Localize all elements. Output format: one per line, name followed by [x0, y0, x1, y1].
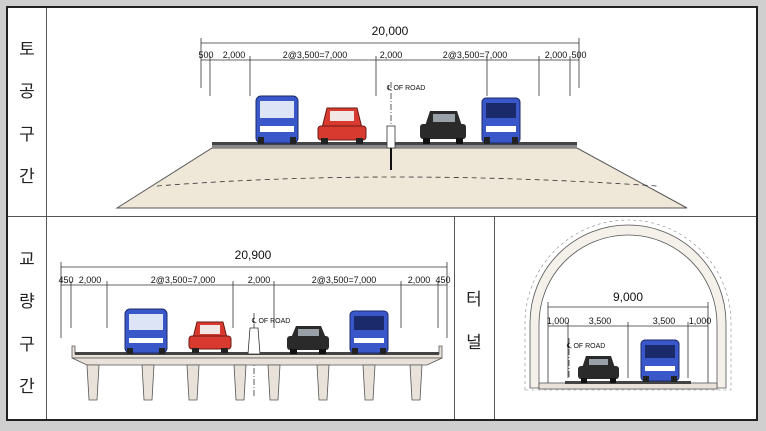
bridge-total-width: 20,900 [235, 248, 272, 262]
bus-icon [349, 310, 389, 354]
bus-icon [481, 97, 521, 144]
earthwork-label-char: 토 [19, 39, 35, 60]
median-barrier [386, 125, 396, 149]
dim-label: 1,000 [547, 316, 570, 326]
bridge-cross-section: 20,900 450 2,000 2@3,500=7,000 2,000 2@3… [58, 248, 451, 401]
earthwork-label-char: 공 [19, 82, 35, 103]
bridge-tunnel-divider [454, 217, 455, 419]
dim-label: 2,000 [223, 50, 246, 60]
dim-label: 2,000 [545, 50, 568, 60]
dim-label: 2@3,500=7,000 [283, 50, 347, 60]
earthwork-label-char: 구 [19, 124, 35, 145]
dim-label: 500 [571, 50, 586, 60]
dim-label: 2@3,500=7,000 [151, 275, 215, 285]
embankment [115, 147, 688, 209]
bridge-label-char: 량 [19, 292, 35, 313]
cross-section-sheet: 토 공 구 간 교 량 구 간 터 널 20,000 500 2,000 2@3… [6, 6, 758, 421]
dim-label: 1,000 [689, 316, 712, 326]
earthwork-total-width: 20,000 [372, 24, 409, 38]
car-icon [287, 326, 329, 354]
tunnel-cross-section: 9,000 1,000 3,500 3,500 1,000 ℄ OF ROAD [524, 219, 732, 391]
dim-label: 2,000 [408, 275, 431, 285]
dim-label: 3,500 [589, 316, 612, 326]
car-icon [578, 356, 619, 383]
earthwork-section-label: 토 공 구 간 [9, 26, 45, 196]
bridge-piers [86, 364, 423, 401]
centerline-label: ℄ OF ROAD [386, 85, 425, 92]
centerline-label: ℄ OF ROAD [251, 318, 290, 325]
label-column-divider [46, 8, 47, 419]
tunnel-label-char: 터 [466, 290, 482, 310]
tunnel-total-width: 9,000 [613, 290, 643, 304]
car-icon [188, 321, 232, 353]
bus-icon [255, 95, 299, 144]
dim-label: 2@3,500=7,000 [312, 275, 376, 285]
car-icon [317, 107, 367, 144]
bus-icon [124, 308, 168, 354]
dim-label: 3,500 [653, 316, 676, 326]
bridge-label-char: 교 [19, 249, 35, 270]
row-divider [8, 216, 756, 217]
bridge-section-label: 교 량 구 간 [9, 236, 45, 406]
dim-label: 450 [58, 275, 73, 285]
centerline-label: ℄ OF ROAD [566, 343, 605, 350]
earthwork-cross-section: 20,000 500 2,000 2@3,500=7,000 2,000 2@3… [115, 24, 688, 209]
subgrade-line [156, 176, 658, 187]
tunnel-lining [529, 224, 727, 389]
dim-label: 2,000 [380, 50, 403, 60]
median-barrier [247, 327, 261, 355]
dim-label: 2,000 [79, 275, 102, 285]
dim-label: 2,000 [248, 275, 271, 285]
tunnel-label-divider [494, 217, 495, 419]
bridge-label-char: 구 [19, 334, 35, 355]
bridge-label-char: 간 [19, 377, 35, 398]
dim-label: 2@3,500=7,000 [443, 50, 507, 60]
earthwork-label-char: 간 [19, 167, 35, 188]
dim-label: 450 [435, 275, 450, 285]
dim-label: 500 [198, 50, 213, 60]
car-icon [420, 111, 466, 144]
bus-icon [640, 339, 680, 382]
tunnel-section-label: 터 널 [456, 276, 492, 362]
tunnel-label-char: 널 [466, 333, 482, 353]
